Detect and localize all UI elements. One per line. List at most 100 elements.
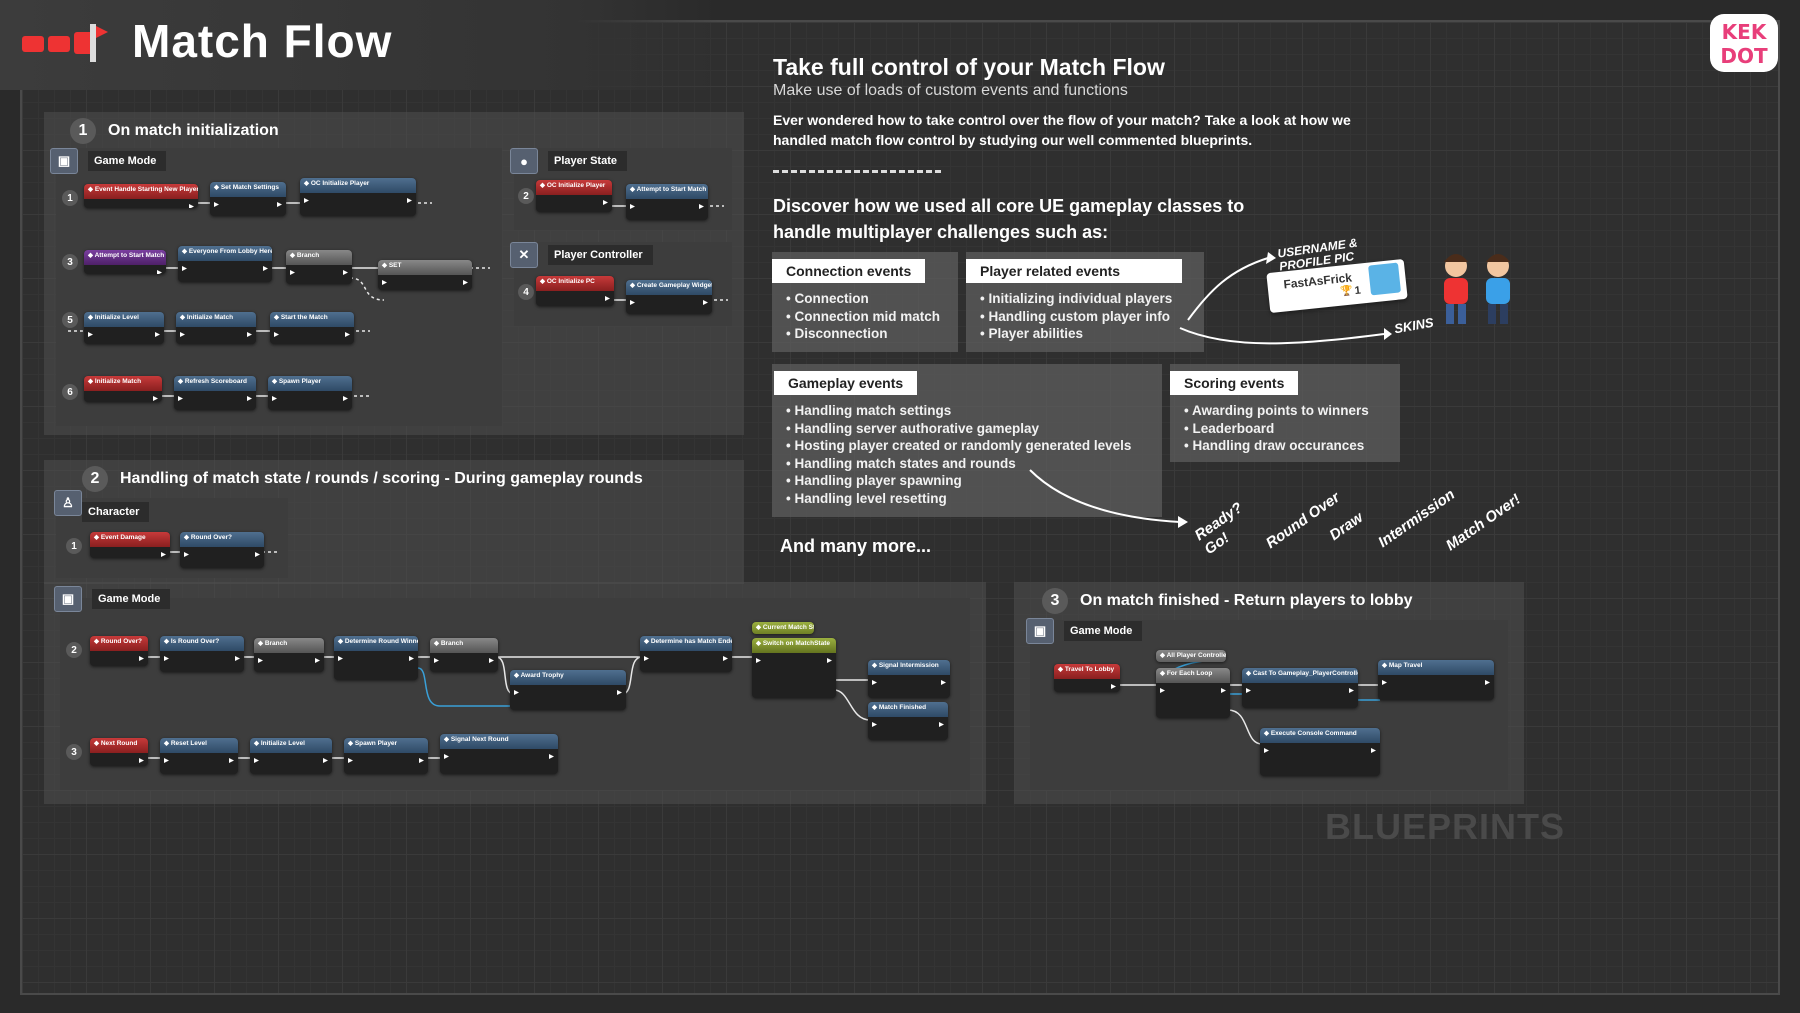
- s2-node-determine-has-match-ended[interactable]: Determine has Match Ended?: [640, 636, 732, 672]
- s2-node-switch-on-matchstate[interactable]: Switch on MatchState: [752, 638, 836, 698]
- s1-node-oc-initialize-pc[interactable]: OC Initialize PC: [536, 276, 614, 306]
- connection-events-title: Connection events: [772, 259, 926, 283]
- section1-title: On match initialization: [108, 122, 279, 139]
- player-events-list: Initializing individual players Handling…: [980, 290, 1172, 343]
- intro-title: Take full control of your Match Flow: [773, 54, 1165, 80]
- section1-heading: 1 On match initialization: [70, 118, 279, 144]
- scoring-events-list: Awarding points to winners Leaderboard H…: [1184, 402, 1369, 455]
- s1-node-everyone-from-lobby-here[interactable]: Everyone From Lobby Here?: [178, 246, 272, 282]
- player-state-icon: ●: [510, 148, 538, 174]
- s2-character-label: ♙: [54, 490, 82, 516]
- s1-node-initialize-level[interactable]: Initialize Level: [84, 312, 164, 344]
- s1-node-spawn-player[interactable]: Spawn Player: [268, 376, 352, 410]
- s3-node-cast-to-gameplay-playercontroller[interactable]: Cast To Gameplay_PlayerController: [1242, 668, 1358, 708]
- section3-heading: 3 On match finished - Return players to …: [1042, 588, 1412, 614]
- s1-node-start-the-match[interactable]: Start the Match: [270, 312, 354, 344]
- game-mode-icon-2: ▣: [54, 586, 82, 612]
- gameplay-events-list: Handling match settings Handling server …: [786, 402, 1131, 507]
- s2-step-1: 1: [66, 538, 82, 554]
- s2-node-event-damage[interactable]: Event Damage: [90, 532, 170, 558]
- s1-node-initialize-match[interactable]: Initialize Match: [176, 312, 256, 344]
- divider: [773, 170, 941, 173]
- scoring-events-box: Scoring events Awarding points to winner…: [1170, 364, 1400, 462]
- section1-number: 1: [70, 118, 96, 144]
- player-events-title: Player related events: [966, 259, 1182, 283]
- s2-node-determine-round-winner[interactable]: Determine Round Winner: [334, 636, 418, 680]
- s2-node-award-trophy[interactable]: Award Trophy: [510, 670, 626, 710]
- player-controller-icon: ✕: [510, 242, 538, 268]
- s2-node-signal-next-round[interactable]: Signal Next Round: [440, 734, 558, 774]
- s1-step-5: 5: [62, 312, 78, 328]
- connection-events-box: Connection events Connection Connection …: [772, 252, 958, 352]
- s1-node-initialize-match-event[interactable]: Initialize Match: [84, 376, 162, 402]
- s1-node-create-gameplay-widget[interactable]: Create Gameplay Widget: [626, 280, 712, 314]
- s1-step-2: 2: [518, 188, 534, 204]
- intro-body: Ever wondered how to take control over t…: [773, 112, 1351, 148]
- s3-node-for-each-loop[interactable]: For Each Loop: [1156, 668, 1230, 718]
- game-mode-icon: ▣: [50, 148, 78, 174]
- s3-node-travel-to-lobby[interactable]: Travel To Lobby: [1054, 664, 1120, 692]
- player-events-box: Player related events Initializing indiv…: [966, 252, 1204, 352]
- s1-node-oc-initialize-player-state[interactable]: OC Initialize Player: [536, 180, 612, 212]
- s1-node-event-handle-starting-new-player[interactable]: Event Handle Starting New Player: [84, 184, 198, 208]
- s2-node-spawn-player[interactable]: Spawn Player: [344, 738, 428, 774]
- header-band: [0, 0, 720, 90]
- gameplay-events-title: Gameplay events: [774, 371, 918, 395]
- s2-node-branch-1[interactable]: Branch: [254, 638, 324, 672]
- s2-node-branch-2[interactable]: Branch: [430, 638, 498, 672]
- page-title: Match Flow: [132, 15, 393, 67]
- s2-node-is-round-over[interactable]: Is Round Over?: [160, 636, 244, 672]
- s1-player-state-label: ● Player State: [510, 148, 627, 174]
- s2-node-round-over-event[interactable]: Round Over?: [90, 636, 148, 666]
- s1-node-oc-initialize-player[interactable]: OC Initialize Player: [300, 178, 416, 216]
- s1-game-mode-label: ▣ Game Mode: [50, 148, 167, 174]
- s2-node-initialize-level[interactable]: Initialize Level: [250, 738, 332, 774]
- s2-node-next-round[interactable]: Next Round: [90, 738, 148, 766]
- s1-node-set[interactable]: SET: [378, 260, 472, 290]
- s3-node-all-player-controllers[interactable]: All Player Controllers: [1156, 650, 1226, 662]
- section2-number: 2: [82, 466, 108, 492]
- s2-node-match-finished[interactable]: Match Finished: [868, 702, 948, 740]
- s3-node-map-travel[interactable]: Map Travel: [1378, 660, 1494, 700]
- s1-step-3: 3: [62, 254, 78, 270]
- s3-node-execute-console-command[interactable]: Execute Console Command: [1260, 728, 1380, 776]
- section3-title: On match finished - Return players to lo…: [1080, 592, 1413, 609]
- trophy-icon: 🏆: [1340, 285, 1354, 298]
- s1-step-6: 6: [62, 384, 78, 400]
- player-card-score: 1: [1354, 284, 1362, 298]
- s1-node-attempt-to-start-match[interactable]: Attempt to Start Match: [84, 250, 166, 274]
- s2-node-signal-intermission[interactable]: Signal Intermission: [868, 660, 950, 698]
- s2-step-3: 3: [66, 744, 82, 760]
- scoring-events-title: Scoring events: [1170, 371, 1299, 395]
- s1-node-refresh-scoreboard[interactable]: Refresh Scoreboard: [174, 376, 256, 410]
- s1-node-branch[interactable]: Branch: [286, 250, 352, 284]
- blueprints-watermark: BLUEPRINTS: [1325, 806, 1566, 847]
- s2-node-current-match-state[interactable]: Current Match State: [752, 622, 814, 634]
- svg-text:DOT: DOT: [1720, 44, 1768, 68]
- s1-node-set-match-settings[interactable]: Set Match Settings: [210, 182, 286, 216]
- s3-game-mode-label: ▣ Game Mode: [1026, 618, 1143, 644]
- character-icon: ♙: [54, 490, 82, 516]
- gameplay-events-box: Gameplay events Handling match settings …: [772, 364, 1162, 517]
- svg-text:KEK: KEK: [1722, 20, 1768, 44]
- s1-step-4: 4: [518, 284, 534, 300]
- s1-step-1: 1: [62, 190, 78, 206]
- controller-logo-icon: [22, 24, 108, 62]
- s2-node-round-over-call[interactable]: Round Over?: [180, 532, 264, 568]
- intro-heading: Discover how we used all core UE gamepla…: [773, 196, 1245, 242]
- game-mode-icon-3: ▣: [1026, 618, 1054, 644]
- section2-heading: 2 Handling of match state / rounds / sco…: [82, 466, 643, 492]
- s1-node-attempt-to-start-match-ps[interactable]: Attempt to Start Match: [626, 184, 708, 220]
- s2-node-reset-level[interactable]: Reset Level: [160, 738, 238, 774]
- avatar: [1368, 262, 1402, 296]
- and-many-more: And many more...: [780, 536, 932, 556]
- kekdot-brand-logo-icon: KEK DOT: [1710, 14, 1778, 72]
- s2-step-2: 2: [66, 642, 82, 658]
- intro-subtitle: Make use of loads of custom events and f…: [773, 82, 1128, 99]
- connection-events-list: Connection Connection mid match Disconne…: [786, 290, 940, 343]
- s2-character-text: Character: [82, 502, 150, 522]
- section2-title: Handling of match state / rounds / scori…: [120, 470, 643, 487]
- section3-number: 3: [1042, 588, 1068, 614]
- s2-game-mode-label: ▣ Game Mode: [54, 586, 171, 612]
- s1-player-controller-label: ✕ Player Controller: [510, 242, 653, 268]
